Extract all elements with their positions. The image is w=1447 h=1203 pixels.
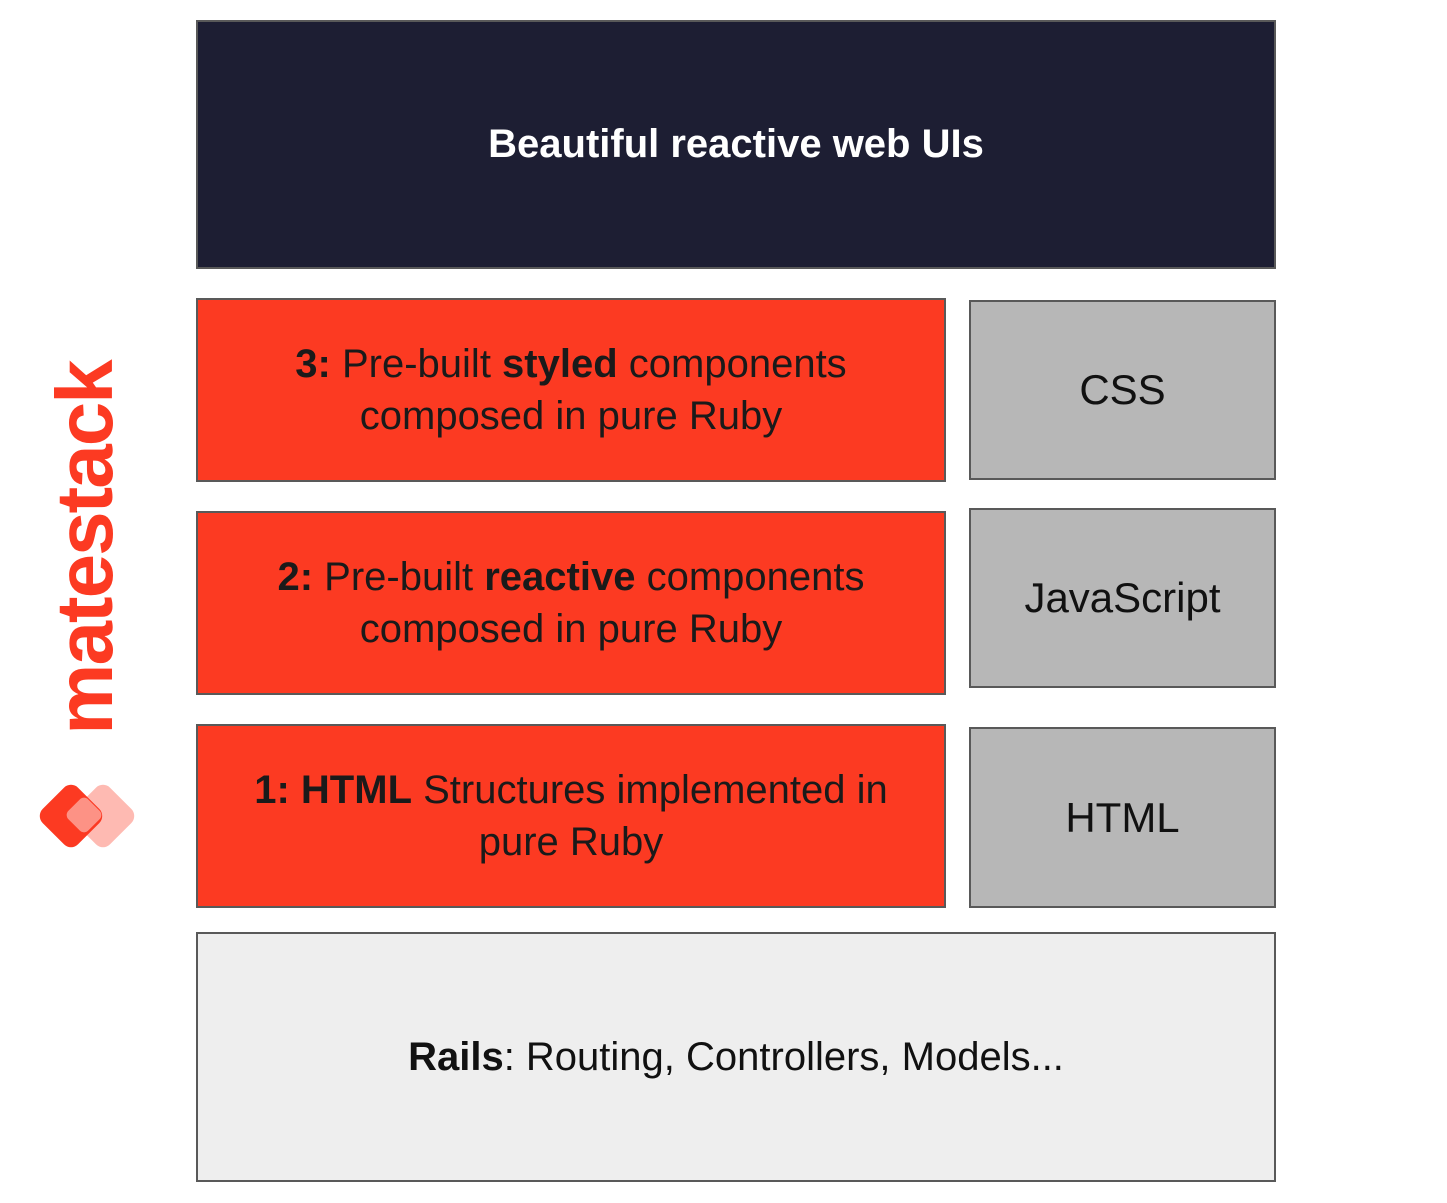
layer-3-line1: 3: Pre-built styled components [295,338,846,390]
layer-3-prefix: 3: [295,342,331,386]
layer-3-pre: Pre-built [330,342,503,386]
tech-box-html: HTML [969,727,1276,908]
layer-2-box: 2: Pre-built reactive components compose… [196,511,946,695]
matestack-wordmark-text: matestack [40,361,129,735]
top-layer-label: Beautiful reactive web UIs [488,122,984,166]
rails-text: Rails: Routing, Controllers, Models... [408,1035,1064,1080]
layer-1-pre [290,768,301,812]
tech-label-javascript: JavaScript [1024,574,1221,621]
layer-1-emphasis: HTML [300,768,412,812]
layer-1-post: Structures implemented in [412,768,888,812]
layer-1-line1: 1: HTML Structures implemented in [254,764,888,816]
layer-2-emphasis: reactive [484,555,636,599]
layer-1-line2: pure Ruby [478,820,664,864]
layer-2-line1: 2: Pre-built reactive components [277,551,864,603]
matestack-diamond-logo-icon [39,784,135,848]
top-layer-box: Beautiful reactive web UIs [196,20,1276,269]
tech-label-css: CSS [1079,366,1166,413]
tech-box-javascript: JavaScript [969,508,1276,688]
rails-base-box: Rails: Routing, Controllers, Models... [196,932,1276,1182]
layer-2-prefix: 2: [277,555,314,599]
matestack-wordmark: matestack [40,338,129,758]
layer-2-post: components [635,555,865,599]
layer-3-line2: composed in pure Ruby [359,394,783,438]
layer-2-line2: composed in pure Ruby [359,607,783,651]
layer-3-emphasis: styled [502,342,618,386]
tech-box-css: CSS [969,300,1276,480]
layer-3-post: components [617,342,847,386]
tech-label-html: HTML [1065,793,1180,841]
rails-rest: : Routing, Controllers, Models... [503,1034,1064,1079]
rails-label: Rails [408,1034,504,1079]
layer-3-box: 3: Pre-built styled components composed … [196,298,946,482]
layer-1-box: 1: HTML Structures implemented in pure R… [196,724,946,908]
layer-2-pre: Pre-built [313,555,485,599]
layer-1-prefix: 1: [254,768,290,812]
